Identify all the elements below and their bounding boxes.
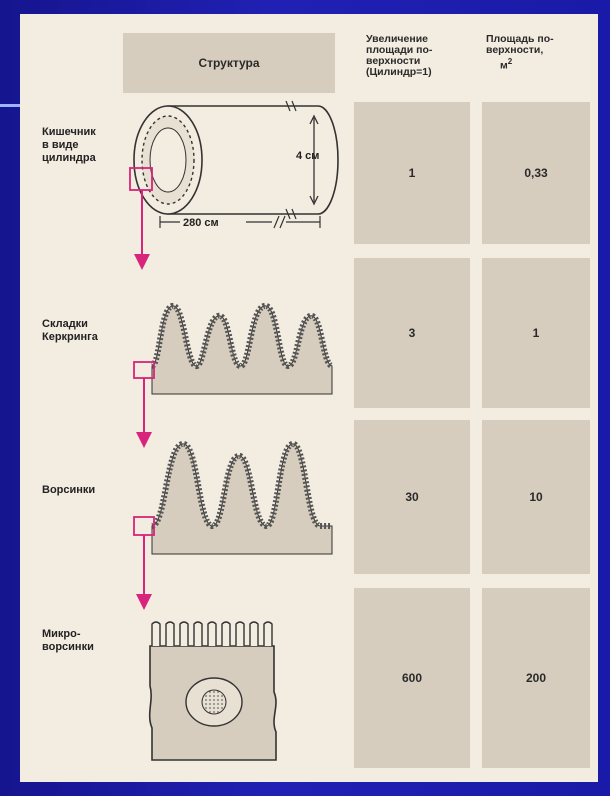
cylinder-illustration: [134, 101, 338, 228]
zoom-arrows: [130, 168, 152, 602]
structure-illustrations: 4 см 280 см: [20, 14, 598, 782]
kerckring-folds-illustration: [152, 306, 332, 394]
length-label: 280 см: [183, 217, 219, 229]
diameter-label: 4 см: [296, 150, 319, 162]
villi-zoom-marker: [134, 517, 154, 535]
microvilli-cell-illustration: [150, 622, 276, 760]
figure-panel: Структура Увеличение площади по- верхнос…: [20, 14, 598, 782]
villi-illustration: [152, 444, 332, 554]
folds-zoom-marker: [134, 362, 154, 378]
